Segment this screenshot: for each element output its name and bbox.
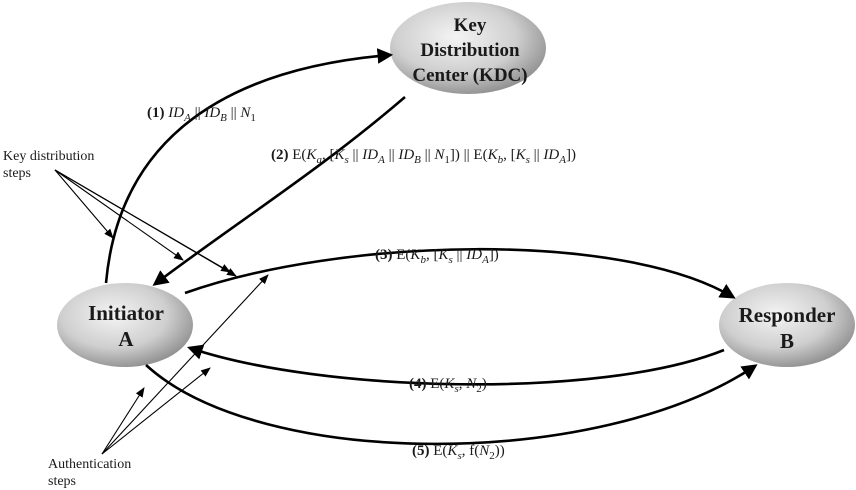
initiator-label-line2: A xyxy=(118,327,134,351)
key-distribution-note-line1: Key distribution xyxy=(3,149,94,164)
kdc-node: Key Distribution Center (KDC) xyxy=(390,2,546,94)
arrow-step-1 xyxy=(104,48,394,284)
step-4-label: (4) E(Ks, N2) xyxy=(409,376,487,395)
key-distribution-pointers xyxy=(54,169,237,277)
key-distribution-note-line2: steps xyxy=(3,166,31,181)
kdc-label-line3: Center (KDC) xyxy=(412,65,527,86)
step-5-label: (5) E(Ks, f(N2)) xyxy=(412,443,505,462)
step-3-number: (3) xyxy=(375,247,393,263)
kdc-label-line2: Distribution xyxy=(420,40,520,61)
arrow-step-3 xyxy=(184,247,736,299)
responder-node: Responder B xyxy=(719,283,855,367)
arrow-step-5 xyxy=(145,364,758,446)
step-1-number: (1) xyxy=(147,105,165,121)
initiator-node: Initiator A xyxy=(57,283,193,367)
arrow-step-4 xyxy=(187,344,725,386)
responder-label-line2: B xyxy=(780,329,794,353)
step-2-number: (2) xyxy=(271,147,289,163)
step-1-label: (1) IDA || IDB || N1 xyxy=(147,105,256,124)
arrow-step-2 xyxy=(152,96,406,286)
initiator-label-line1: Initiator xyxy=(88,301,164,325)
step-4-number: (4) xyxy=(409,376,427,392)
step-5-number: (5) xyxy=(412,443,430,459)
responder-label-line1: Responder xyxy=(739,303,836,327)
step-2-label: (2) E(Ka, [Ks || IDA || IDB || N1]) || E… xyxy=(271,147,576,166)
authentication-pointers xyxy=(101,274,269,455)
kdc-label-line1: Key xyxy=(454,15,487,36)
authentication-note-line1: Authentication xyxy=(48,457,131,472)
authentication-note-line2: steps xyxy=(48,474,76,489)
step-3-label: (3) E(Kb, [Ks || IDA]) xyxy=(375,247,499,266)
